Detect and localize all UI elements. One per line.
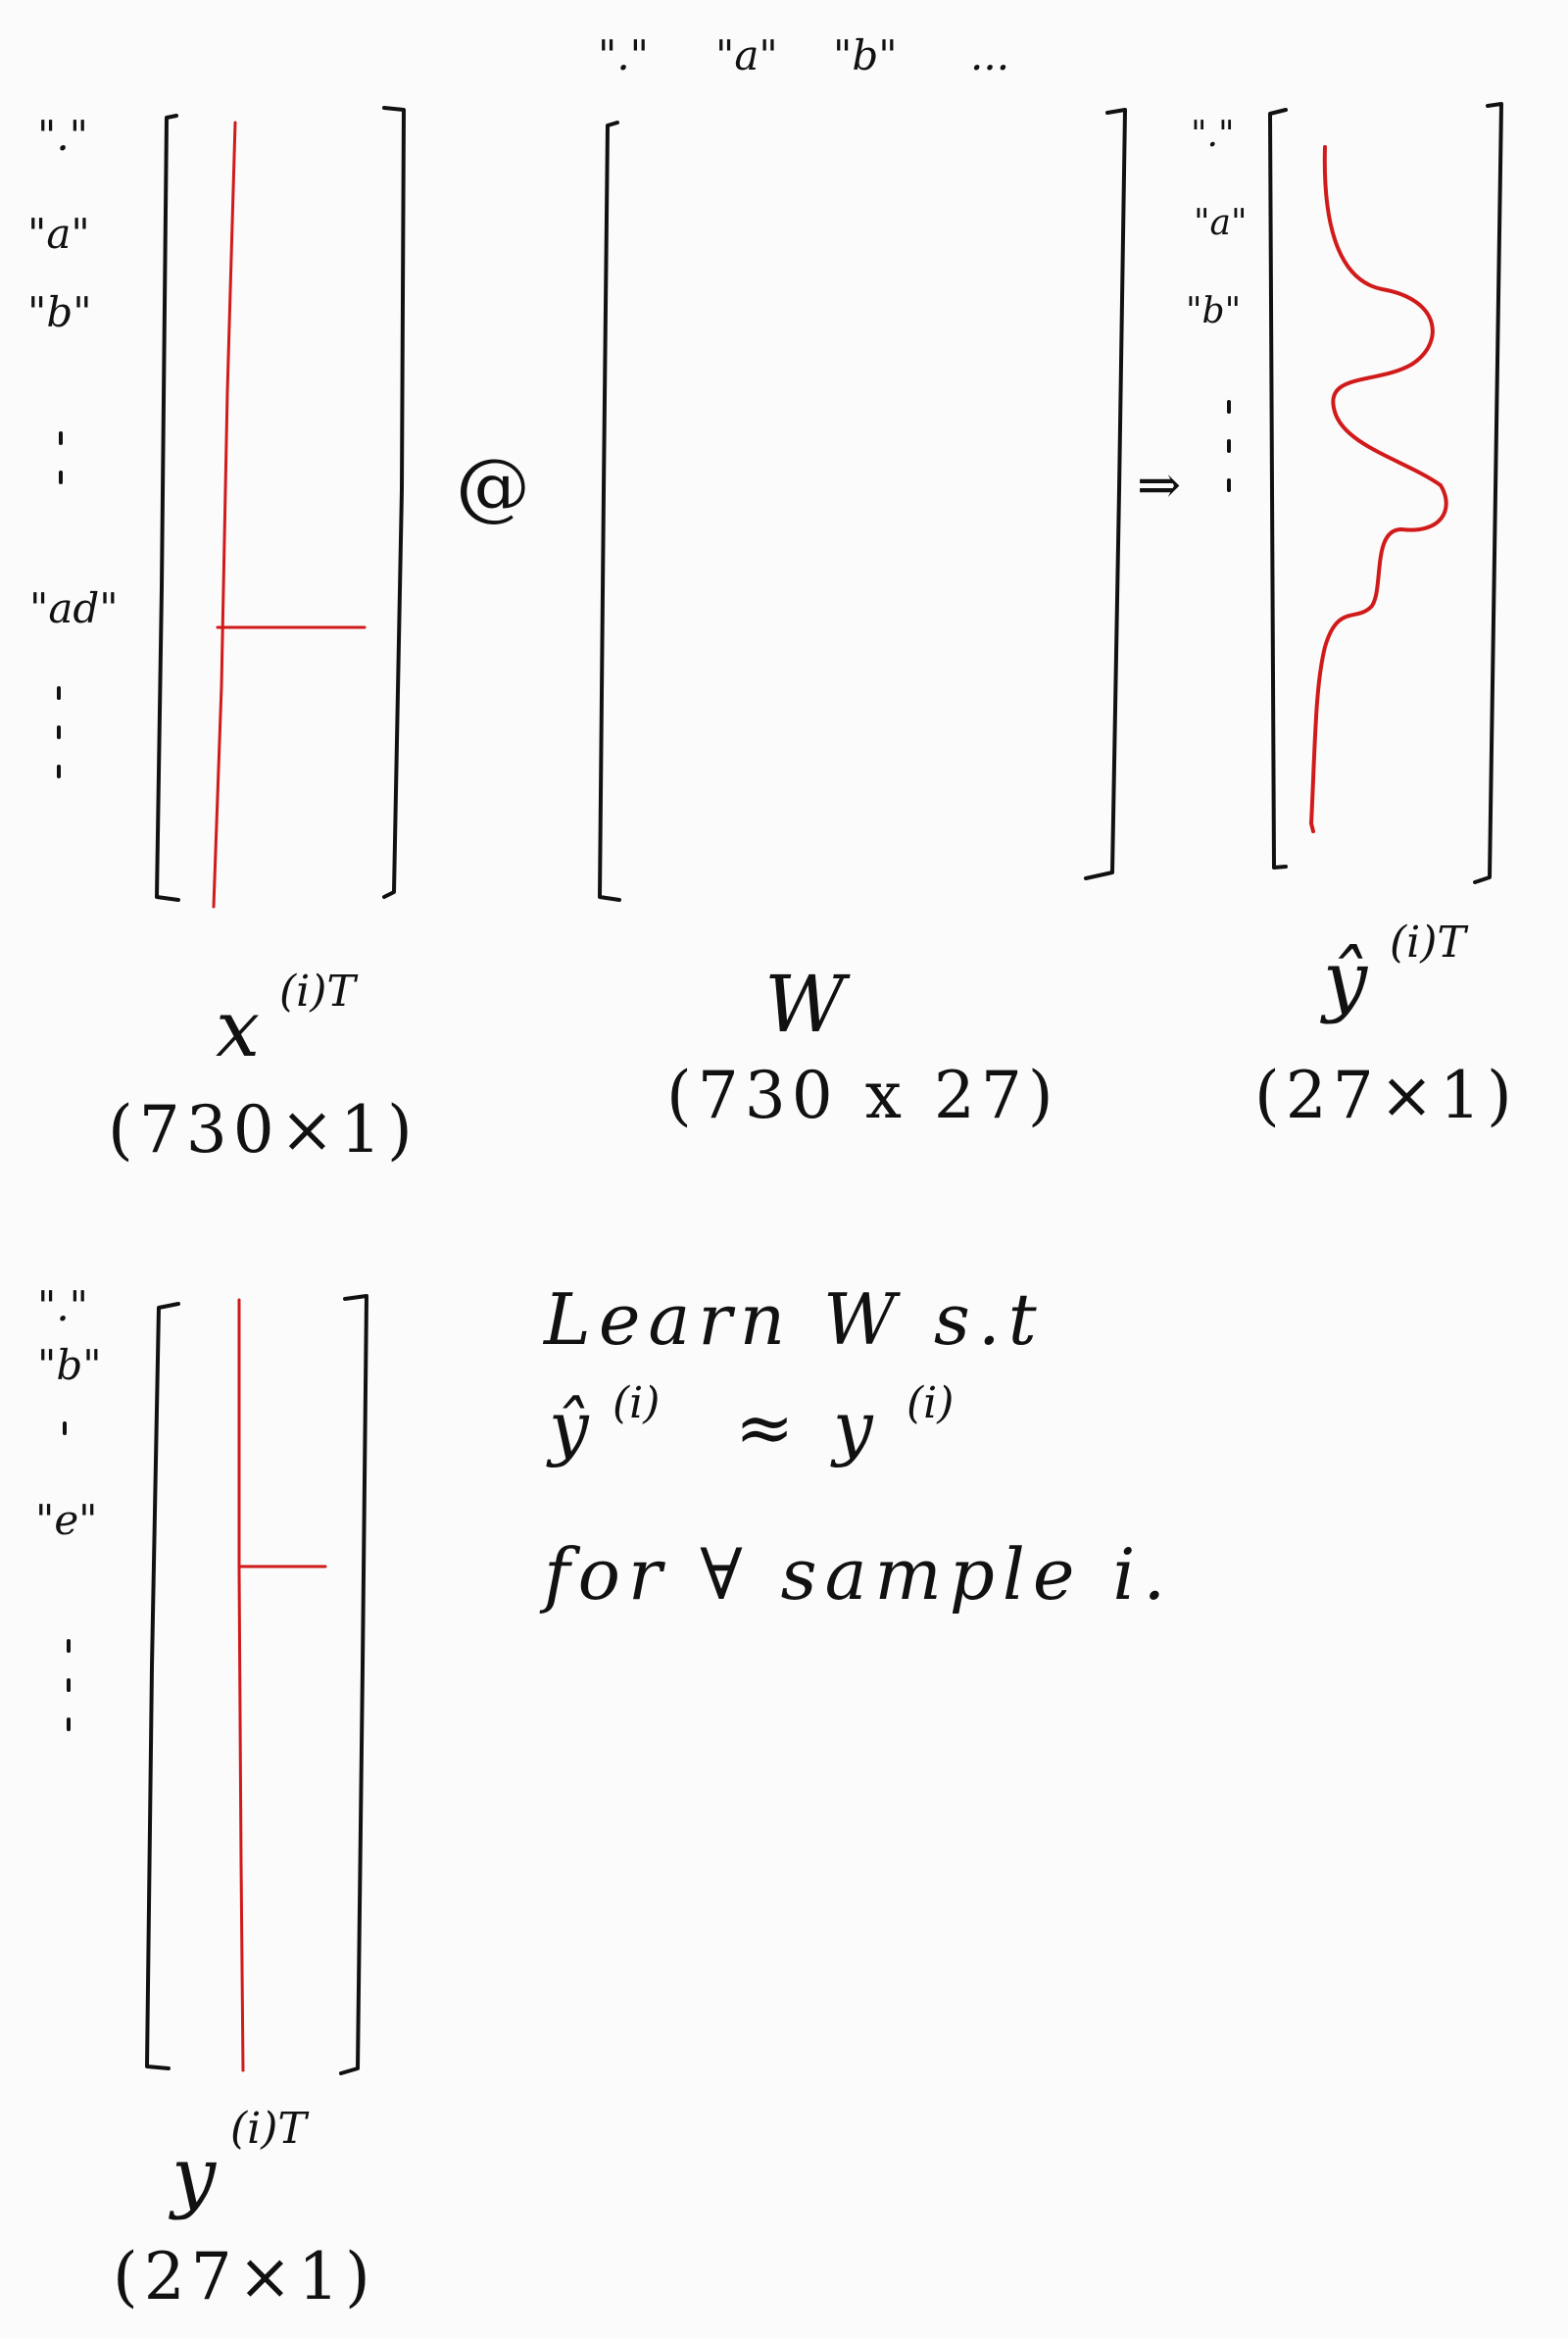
x-vertical-ellipsis-upper	[57, 431, 65, 484]
y-vector-right-bracket	[339, 1294, 368, 2075]
yhat-row-label-b: "b"	[1186, 291, 1242, 331]
x-vector-right-bracket	[382, 106, 406, 899]
yhat-row-label-a: "a"	[1194, 203, 1248, 243]
w-matrix-left-bracket	[598, 121, 621, 902]
yhat-vertical-ellipsis	[1225, 400, 1233, 492]
yhat-vector-dimensions: (27×1)	[1254, 1058, 1518, 1133]
x-vector-superscript: (i)T	[279, 967, 356, 1017]
y-vector-name: y	[172, 2130, 217, 2221]
w-col-label-a: "a"	[715, 31, 778, 79]
note-learn-line: Learn W s.t	[544, 1278, 1045, 1361]
note-approx-symbol: ≈	[735, 1386, 803, 1468]
x-row-label-b: "b"	[27, 288, 92, 336]
note-y-superscript: (i)	[906, 1378, 955, 1428]
note-for-all-line: for ∀ sample i.	[544, 1533, 1174, 1616]
yhat-vector-superscript: (i)T	[1390, 918, 1466, 968]
note-yhat: ŷ	[549, 1386, 597, 1468]
yhat-distribution-curve	[1309, 145, 1448, 833]
w-col-label-b: "b"	[833, 31, 898, 79]
note-y: y	[833, 1386, 881, 1468]
note-yhat-superscript: (i)	[612, 1378, 661, 1428]
yhat-vector-name: ŷ	[1323, 934, 1368, 1025]
implies-arrow: ⇒	[1137, 454, 1182, 516]
y-vector-left-bracket	[145, 1302, 180, 2070]
y-row-label-e: "e"	[35, 1496, 98, 1544]
x-vector-dimensions: (730×1)	[108, 1092, 418, 1168]
w-col-label-ellipsis: ...	[970, 31, 1010, 79]
y-vector-superscript: (i)T	[230, 2104, 307, 2154]
w-col-label-dot: "."	[598, 31, 649, 79]
w-matrix-dimensions: (730 x 27)	[666, 1058, 1059, 1133]
x-vertical-ellipsis-lower	[55, 686, 63, 778]
y-vector-dimensions: (27×1)	[113, 2239, 376, 2314]
x-vector-column-line	[212, 121, 237, 909]
x-row-label-a: "a"	[27, 210, 90, 258]
x-row-label-dot: "."	[37, 112, 88, 160]
matmul-operator: @	[456, 442, 530, 529]
yhat-vector-right-bracket	[1473, 102, 1503, 884]
y-row-label-b: "b"	[37, 1341, 102, 1389]
w-matrix-name: W	[764, 959, 846, 1050]
y-row-label-dot: "."	[37, 1282, 88, 1330]
x-row-label-ad: "ad"	[29, 584, 119, 632]
x-vector-name: x	[216, 983, 261, 1074]
y-vector-column-line	[237, 1298, 245, 2072]
yhat-vector-left-bracket	[1268, 108, 1288, 870]
x-vector-left-bracket	[155, 114, 180, 902]
y-vertical-ellipsis-upper	[61, 1421, 69, 1435]
y-vertical-ellipsis-lower	[65, 1639, 73, 1731]
yhat-row-label-dot: "."	[1191, 115, 1235, 155]
w-matrix-right-bracket	[1084, 108, 1127, 880]
